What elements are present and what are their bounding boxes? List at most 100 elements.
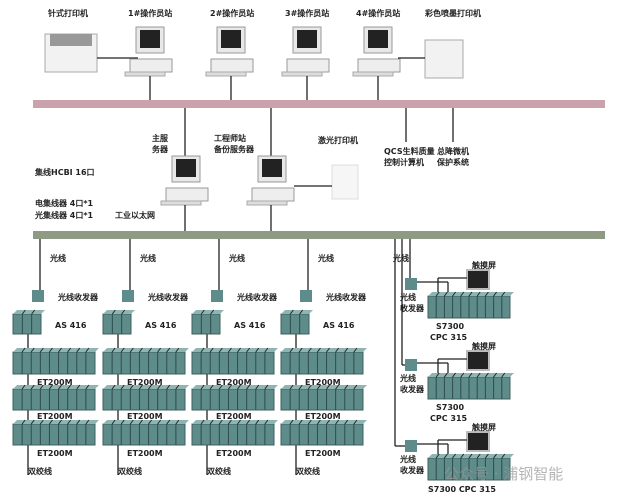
s7300-cpc-label: S7300 CPC 315	[428, 485, 496, 494]
protection-label: 总降微机保护系统	[437, 146, 469, 168]
fiber-transceiver-icon	[405, 278, 417, 290]
fiber-transceiver-icon	[211, 290, 223, 302]
main-server-label: 主服务器	[152, 133, 168, 155]
touch-screen-label: 触摸屏	[472, 423, 496, 432]
ws3-label: 3#操作员站	[285, 9, 330, 18]
top-network-bus	[33, 100, 605, 108]
tc-label-1: 光线	[400, 455, 416, 464]
as416-rack	[12, 309, 45, 335]
et200m-label: ET200M	[305, 378, 341, 387]
fiber-transceiver-icon	[122, 290, 134, 302]
fiber-transceiver-icon	[300, 290, 312, 302]
transceiver-label: 光线收发器	[326, 293, 366, 302]
eng-label-1: 工程师站	[214, 134, 246, 143]
cpc315-label: CPC 315	[430, 414, 468, 423]
cpc315-label: CPC 315	[430, 333, 468, 342]
s7300-label: S7300	[436, 322, 465, 331]
prot-label-2: 保护系统	[437, 158, 469, 167]
tc-label-1: 光线	[400, 374, 416, 383]
industrial-ethernet-bus	[33, 231, 605, 239]
et200m-label: ET200M	[305, 449, 341, 458]
transceiver-label: 光线收发器	[237, 293, 277, 302]
et200m-label: ET200M	[216, 449, 252, 458]
et200m-rack	[102, 419, 189, 446]
twisted-pair-label: 双绞线	[296, 467, 320, 476]
workstation-4-icon	[352, 26, 401, 77]
qcs-label: QCS生料质量控制计算机	[384, 146, 435, 168]
qcs-label-1: QCS生料质量	[384, 147, 435, 156]
et200m-label: ET200M	[37, 378, 73, 387]
touch-screen-icon	[466, 431, 490, 452]
et200m-rack	[280, 419, 367, 446]
watermark: 公众号 · 浦钢智能	[444, 465, 564, 483]
transceiver-label-right: 光线收发器	[400, 454, 424, 476]
transceiver-label-right: 光线收发器	[400, 292, 424, 314]
tc-label-2: 收发器	[400, 466, 424, 475]
et200m-label: ET200M	[37, 412, 73, 421]
et200m-rack	[280, 384, 367, 411]
as416-label: AS 416	[55, 321, 87, 330]
et200m-rack	[12, 384, 99, 411]
eng-label-2: 备份服务器	[214, 145, 254, 154]
ws4-label: 4#操作员站	[356, 9, 401, 18]
eng-station-label: 工程师站备份服务器	[214, 133, 254, 155]
et200m-rack	[102, 347, 189, 375]
twisted-pair-label: 双绞线	[118, 467, 142, 476]
workstation-2-icon	[205, 26, 254, 77]
fiber-label: 光线	[229, 254, 245, 263]
opt-hub-label: 光集线器 4口*1	[35, 211, 94, 220]
workstation-1-icon	[124, 26, 173, 77]
s7300-rack	[427, 372, 514, 400]
tc-label-1: 光线	[400, 293, 416, 302]
main-server-label-2: 务器	[152, 145, 168, 154]
prot-label-1: 总降微机	[437, 147, 469, 156]
tc-label-2: 收发器	[400, 385, 424, 394]
et200m-label: ET200M	[37, 449, 73, 458]
tc-label-2: 收发器	[400, 304, 424, 313]
s7300-rack	[427, 291, 514, 319]
hub-label: 集线HCBI 16口	[35, 168, 95, 177]
fiber-transceiver-icon	[405, 440, 417, 452]
ws2-label: 2#操作员站	[210, 9, 255, 18]
fiber-label: 光线	[318, 254, 334, 263]
color-printer-label: 彩色喷墨打印机	[425, 9, 481, 18]
as416-rack	[102, 309, 135, 335]
et200m-label: ET200M	[216, 412, 252, 421]
fiber-label: 光线	[140, 254, 156, 263]
twisted-pair-label: 双绞线	[207, 467, 231, 476]
laser-printer-label: 激光打印机	[318, 136, 358, 145]
et200m-rack	[191, 419, 278, 446]
et200m-label: ET200M	[127, 378, 163, 387]
printer-paper-feed	[50, 34, 92, 46]
et200m-rack	[12, 419, 99, 446]
touch-screen-icon	[466, 350, 490, 371]
as416-label: AS 416	[323, 321, 355, 330]
fiber-label: 光线	[50, 254, 66, 263]
s7300-label: S7300	[436, 403, 465, 412]
fiber-transceiver-icon	[405, 359, 417, 371]
as416-label: AS 416	[234, 321, 266, 330]
elec-hub-label: 电集线器 4口*1	[35, 199, 94, 208]
et200m-rack	[280, 347, 367, 375]
touch-screen-label: 触摸屏	[472, 342, 496, 351]
touch-screen-label: 触摸屏	[472, 261, 496, 270]
transceiver-label: 光线收发器	[148, 293, 188, 302]
ws1-label: 1#操作员站	[128, 9, 173, 18]
transceiver-label-right: 光线收发器	[400, 373, 424, 395]
laser-printer-icon	[331, 164, 359, 200]
inkjet-printer-icon	[424, 39, 464, 79]
eng-station-icon	[246, 155, 295, 206]
et200m-rack	[12, 347, 99, 375]
as416-rack	[280, 309, 313, 335]
dot-printer-label: 针式打印机	[48, 9, 88, 18]
qcs-label-2: 控制计算机	[384, 158, 424, 167]
et200m-label: ET200M	[127, 449, 163, 458]
s7300-rack	[427, 453, 514, 481]
touch-screen-icon	[466, 269, 490, 290]
et200m-label: ET200M	[127, 412, 163, 421]
main-server-icon	[160, 155, 209, 206]
main-server-label-1: 主服	[152, 134, 168, 143]
as416-rack	[191, 309, 224, 335]
